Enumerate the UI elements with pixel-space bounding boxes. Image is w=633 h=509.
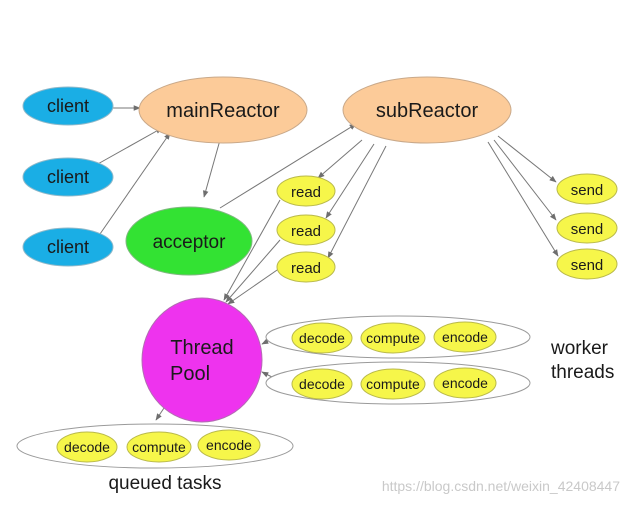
arrow-read2-pool — [225, 239, 281, 303]
worker-row-2: decode compute encode — [265, 361, 531, 405]
encode-label: encode — [442, 329, 488, 345]
client-label: client — [47, 237, 89, 257]
connectors — [95, 105, 559, 421]
arrow-sub-read2 — [325, 143, 375, 219]
read-label: read — [291, 260, 321, 277]
decode-task — [291, 368, 353, 400]
client-label: client — [47, 96, 89, 116]
acceptor-label: acceptor — [153, 232, 227, 253]
worker-caption-line2: threads — [551, 362, 614, 383]
arrow-client2-main — [95, 127, 163, 166]
arrow-read3-pool — [227, 267, 281, 305]
arrow-sub-send1 — [497, 135, 557, 183]
decode-label: decode — [64, 439, 110, 455]
main-reactor-node: mainReactor — [138, 76, 308, 144]
queued-row: decode compute encode — [16, 423, 294, 469]
thread-pool-node: Thread Pool — [141, 297, 263, 423]
compute-label: compute — [366, 330, 420, 346]
sub-reactor-label: subReactor — [376, 100, 479, 122]
compute-task — [360, 322, 426, 354]
decode-task — [291, 322, 353, 354]
watermark-text: https://blog.csdn.net/weixin_42408447 — [382, 478, 620, 494]
main-reactor-label: mainReactor — [166, 100, 280, 122]
encode-label: encode — [206, 437, 252, 453]
read-label: read — [291, 184, 321, 201]
arrow-sub-send2 — [493, 139, 557, 221]
decode-task — [56, 431, 118, 463]
arrow-sub-send3 — [487, 141, 559, 257]
arrow-client3-main — [99, 132, 171, 235]
arrow-sub-read3 — [327, 145, 387, 259]
send-node-1: send — [556, 173, 618, 205]
send-label: send — [571, 257, 604, 274]
queued-caption: queued tasks — [108, 473, 221, 494]
arrow-sub-read1 — [317, 139, 363, 179]
client-node-2: client — [22, 157, 114, 197]
read-node-3: read — [276, 251, 336, 283]
client-node-1: client — [22, 86, 114, 126]
send-node-3: send — [556, 248, 618, 280]
client-node-3: client — [22, 227, 114, 267]
send-node-2: send — [556, 212, 618, 244]
read-node-2: read — [276, 214, 336, 246]
read-node-1: read — [276, 175, 336, 207]
decode-label: decode — [299, 376, 345, 392]
compute-label: compute — [132, 439, 186, 455]
arrow-read1-pool — [223, 199, 281, 301]
send-label: send — [571, 182, 604, 199]
client-label: client — [47, 167, 89, 187]
arrow-acceptor-sub — [219, 123, 357, 209]
sub-reactor-node: subReactor — [342, 76, 512, 144]
encode-task — [433, 321, 497, 353]
decode-label: decode — [299, 330, 345, 346]
read-label: read — [291, 223, 321, 240]
arrow-main-acceptor — [203, 139, 221, 198]
worker-row-1: decode compute encode — [265, 315, 531, 359]
encode-task — [197, 429, 261, 461]
compute-task — [126, 431, 192, 463]
thread-pool-label-line1: Thread — [170, 337, 233, 359]
acceptor-node: acceptor — [125, 206, 253, 276]
compute-task — [360, 368, 426, 400]
encode-label: encode — [442, 375, 488, 391]
worker-caption-line1: worker — [550, 338, 609, 359]
send-label: send — [571, 221, 604, 238]
compute-label: compute — [366, 376, 420, 392]
encode-task — [433, 367, 497, 399]
thread-pool-label-line2: Pool — [170, 363, 210, 385]
